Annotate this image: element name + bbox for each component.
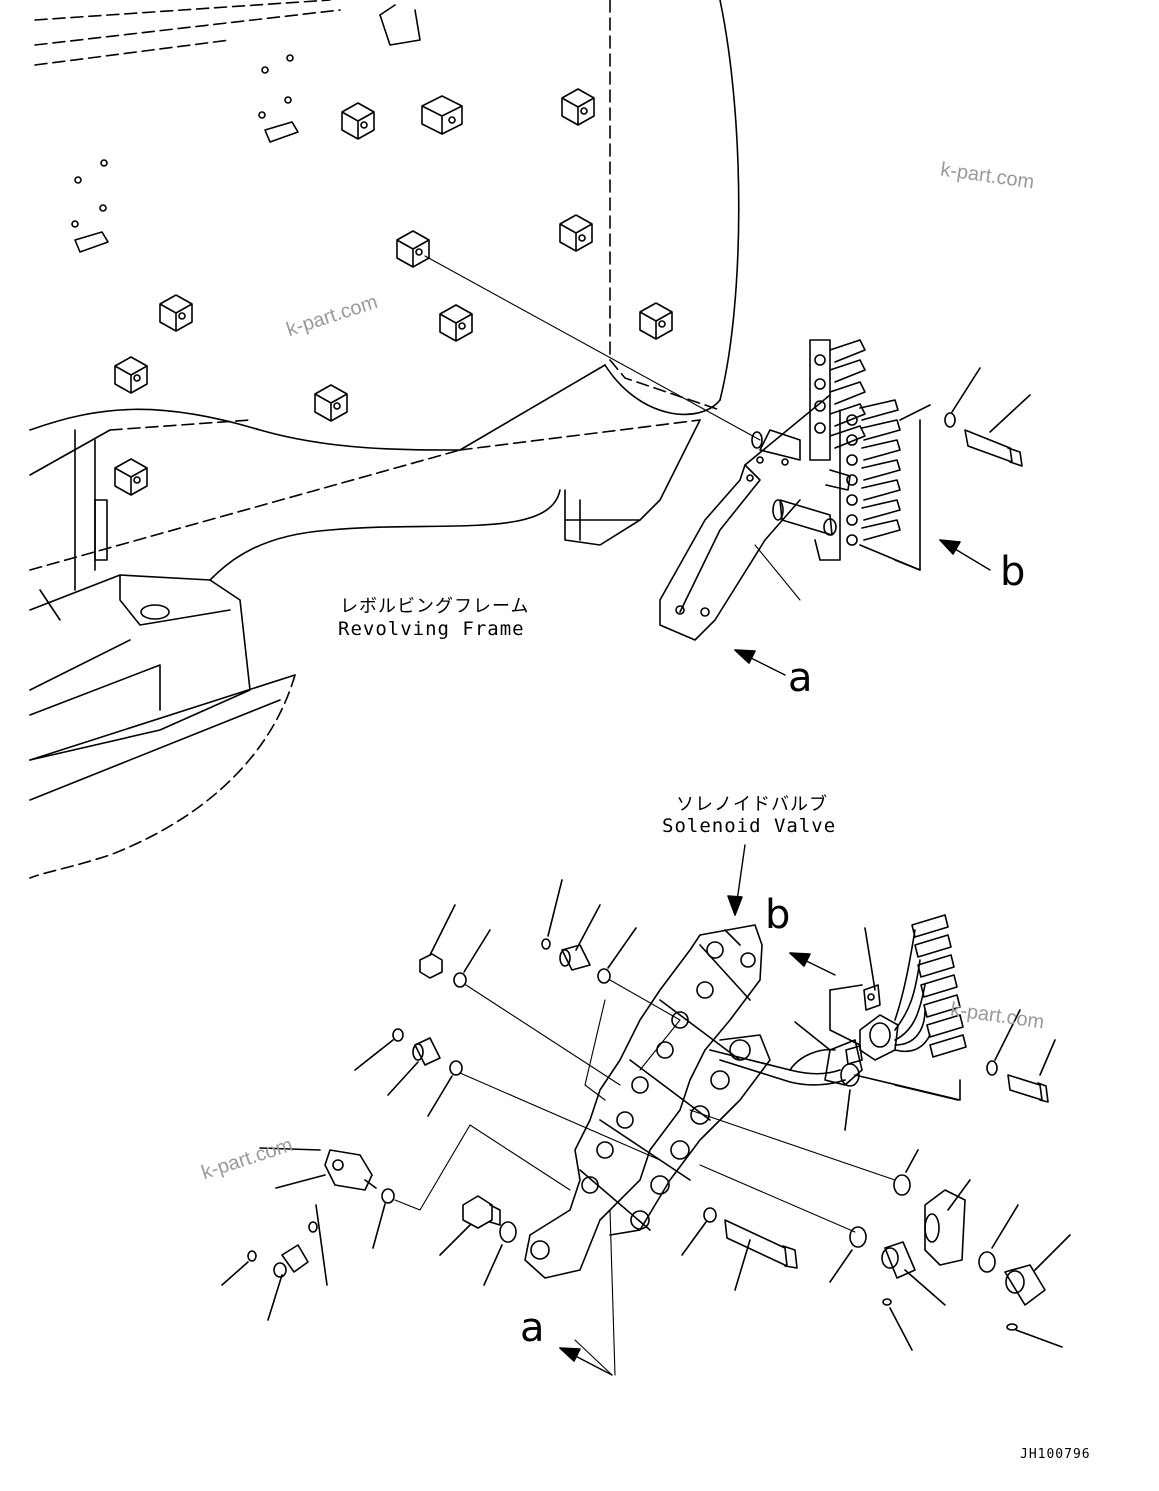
leader-lines (394, 979, 896, 1376)
solenoid-valve-label-jp: ソレノイドバルブ (676, 794, 828, 815)
callout-a-top: a (788, 655, 813, 701)
leader-line (424, 255, 761, 441)
lower-right-bolt (986, 1009, 1056, 1103)
wiring-bracket (659, 339, 931, 641)
revolving-frame (29, 0, 740, 879)
revolving-frame-label-en: Revolving Frame (338, 618, 525, 640)
callout-b-top: b (1000, 549, 1026, 595)
callout-a-bottom: a (520, 1305, 545, 1351)
clip-blocks (114, 88, 673, 496)
drawing-code: JH100796 (1020, 1447, 1091, 1462)
connector-assembly (789, 914, 967, 1131)
callout-b-bottom: b (765, 892, 791, 938)
solenoid-valve-label-en: Solenoid Valve (662, 815, 837, 837)
upper-bolt (944, 367, 1031, 467)
solenoid-valve-body (524, 924, 846, 1279)
revolving-frame-label-jp: レボルビングフレーム (340, 596, 530, 617)
valve-fittings (221, 879, 1071, 1351)
